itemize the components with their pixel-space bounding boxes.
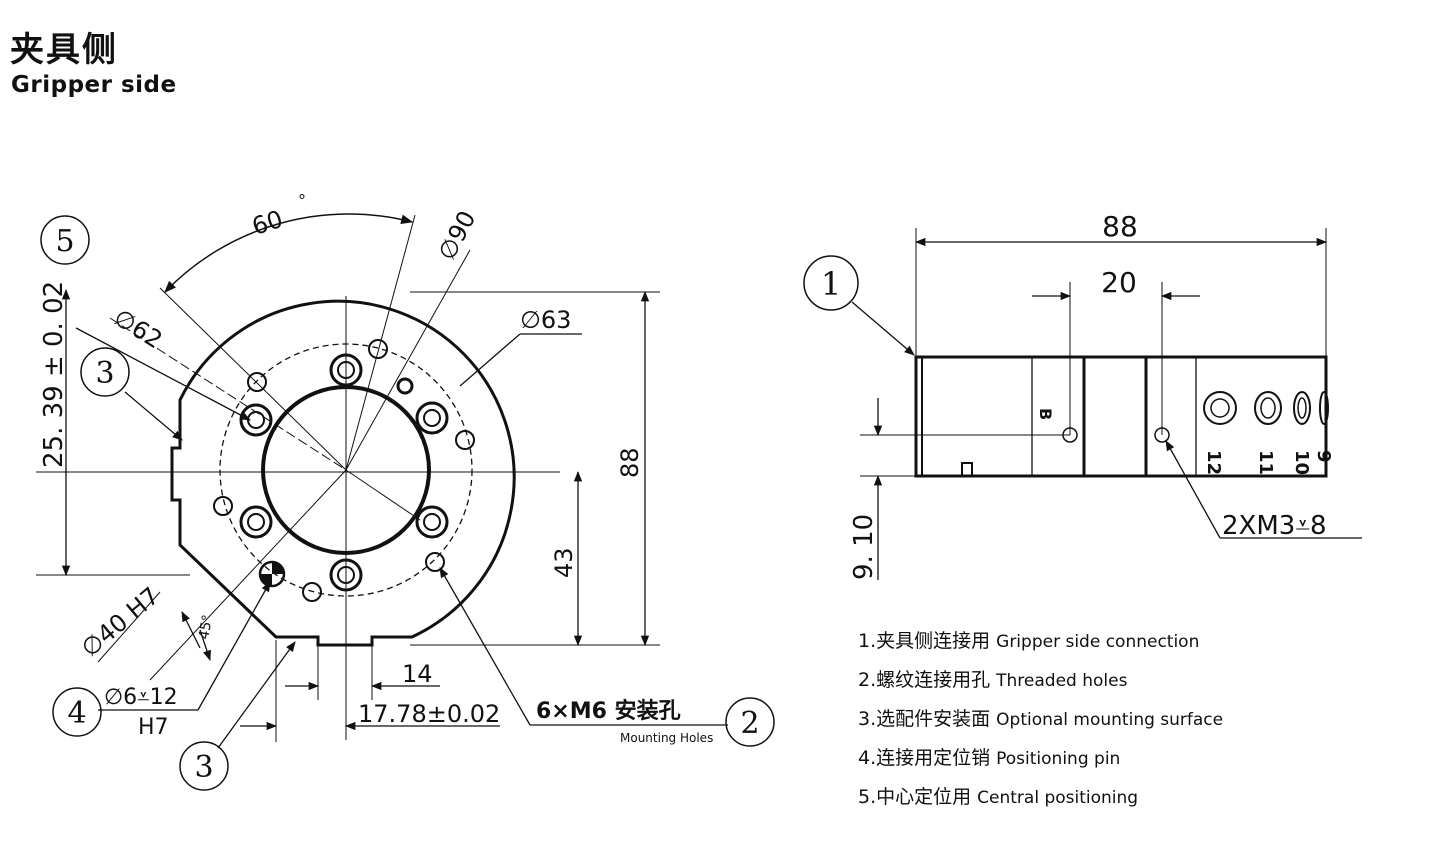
dim-d62: ∅62 bbox=[109, 303, 167, 354]
legend-item-cn: 2.螺纹连接用孔 bbox=[858, 669, 991, 691]
dim-88-height: 88 bbox=[616, 447, 644, 478]
dim-88-width: 88 bbox=[1102, 210, 1138, 243]
legend-item-en: Threaded holes bbox=[996, 671, 1128, 691]
dim-17-78: 17.78±0.02 bbox=[358, 700, 500, 728]
legend-item-en: Optional mounting surface bbox=[996, 710, 1224, 730]
mark-11: 11 bbox=[1255, 450, 1276, 475]
legend-item-cn: 5.中心定位用 bbox=[858, 786, 972, 808]
holes-label: 6×M6 安装孔 bbox=[536, 698, 681, 724]
legend-item-cn: 4.连接用定位销 bbox=[858, 747, 991, 769]
small-holes bbox=[213, 339, 475, 602]
body-outline bbox=[170, 299, 516, 647]
mark-b: B bbox=[1036, 408, 1055, 420]
legend-item-en: Central positioning bbox=[977, 788, 1139, 808]
legend-item-cn: 1.夹具侧连接用 bbox=[858, 630, 991, 652]
legend-item-en: Positioning pin bbox=[996, 749, 1121, 769]
legend-item-en: Gripper side connection bbox=[996, 632, 1200, 652]
holes-sublabel: Mounting Holes bbox=[620, 731, 713, 745]
page-title-en: Gripper side bbox=[11, 72, 177, 98]
mark-10: 10 bbox=[1291, 450, 1312, 475]
callout-1: 1 bbox=[821, 265, 841, 303]
page-title-cn: 夹具侧 bbox=[10, 30, 118, 70]
dim-43: 43 bbox=[550, 547, 578, 578]
mark-9: 9 bbox=[1313, 450, 1334, 463]
dim-20: 20 bbox=[1101, 266, 1137, 299]
dim-25-39: 25. 39 ± 0. 02 bbox=[39, 281, 69, 468]
mark-12: 12 bbox=[1203, 450, 1224, 475]
front-view: 5 3 4 3 2 25. 39 ± 0. 02 60 ° ∅90 ∅62 ∅6… bbox=[36, 191, 775, 791]
dim-d90: ∅90 bbox=[433, 206, 482, 265]
callout-3-bottom: 3 bbox=[194, 750, 213, 785]
side-view: 1 88 20 9. 10 2XM3⩡8 B 12 11 10 9 bbox=[803, 210, 1362, 580]
side-body bbox=[914, 355, 1328, 478]
dim-14: 14 bbox=[402, 660, 433, 688]
m6-holes bbox=[239, 353, 449, 592]
legend-item-cn: 3.选配件安装面 bbox=[858, 708, 991, 730]
callout-4: 4 bbox=[67, 696, 86, 731]
dim-pin: ∅6⩡12 bbox=[104, 685, 178, 710]
positioning-pin bbox=[258, 560, 286, 588]
dim-d63: ∅63 bbox=[520, 306, 571, 334]
dim-60-angle: 60 bbox=[249, 205, 287, 241]
dim-60-degree-mark: ° bbox=[298, 191, 306, 210]
dim-45: 45° bbox=[196, 613, 216, 640]
thread-label: 2XM3⩡8 bbox=[1222, 511, 1327, 541]
dim-9-10: 9. 10 bbox=[849, 514, 879, 580]
callout-3-top: 3 bbox=[95, 356, 114, 391]
dim-pin-tolerance: H7 bbox=[138, 715, 169, 740]
callout-2: 2 bbox=[740, 706, 759, 741]
callout-5: 5 bbox=[55, 224, 74, 259]
dim-d40-h7: ∅40 H7 bbox=[76, 582, 165, 663]
